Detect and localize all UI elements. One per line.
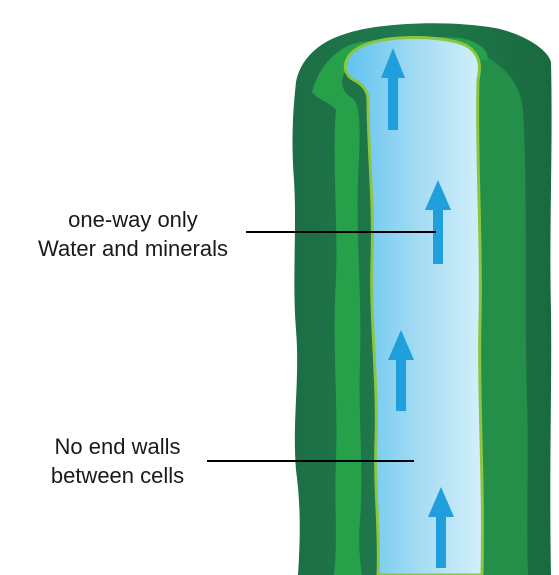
label-end-walls-line1: No end walls — [54, 434, 181, 459]
up-arrow-icon — [425, 180, 451, 264]
label-water-flow-line2: Water and minerals — [38, 236, 228, 261]
label-water-flow: one-way only Water and minerals — [18, 205, 248, 263]
vessel-wall-right-band — [470, 50, 528, 575]
vessel-wall-left-band — [312, 36, 488, 575]
up-arrow-icon — [381, 48, 405, 130]
up-arrow-icon — [428, 487, 454, 568]
label-end-walls-line2: between cells — [50, 463, 185, 488]
up-arrow-icon — [388, 330, 414, 411]
label-water-flow-line1: one-way only — [68, 207, 198, 232]
label-end-walls: No end walls between cells — [20, 432, 215, 490]
